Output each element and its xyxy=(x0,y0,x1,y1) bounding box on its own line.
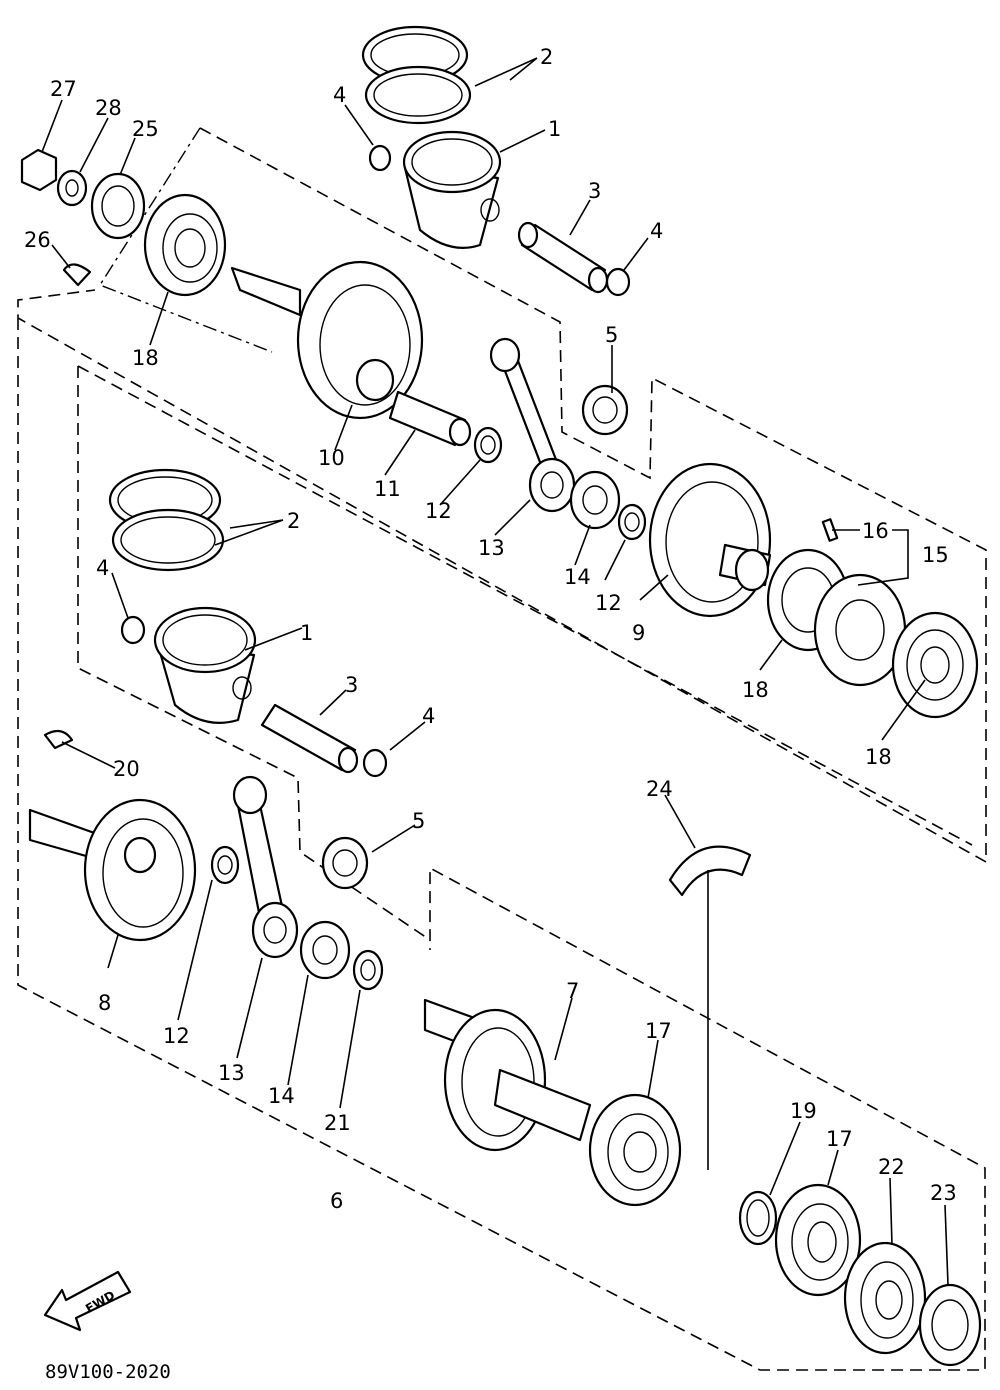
upper-left-bearing xyxy=(143,193,227,297)
callout-27: 27 xyxy=(50,77,77,101)
middle-circlips xyxy=(120,615,388,778)
callout-5: 5 xyxy=(412,809,425,833)
callout-5: 5 xyxy=(605,323,618,347)
callout-8: 8 xyxy=(98,991,111,1015)
callout-11: 11 xyxy=(374,477,401,501)
washer-21 xyxy=(352,949,384,991)
callout-17: 17 xyxy=(645,1019,672,1043)
lower-washer-12 xyxy=(210,845,240,885)
lower-right-crank-wheel xyxy=(423,998,592,1152)
callout-23: 23 xyxy=(930,1181,957,1205)
callout-18: 18 xyxy=(865,745,892,769)
upper-circlips xyxy=(368,144,631,297)
upper-washer-12 xyxy=(473,426,503,464)
lower-bearing-17a xyxy=(588,1093,682,1207)
callout-3: 3 xyxy=(345,673,358,697)
woodruff-key-20 xyxy=(43,729,74,750)
callout-26: 26 xyxy=(24,228,51,252)
callout-2: 2 xyxy=(287,509,300,533)
upper-crank-boundary xyxy=(17,127,987,864)
upper-piston-ring-set xyxy=(361,25,472,125)
leader-lines xyxy=(41,57,949,1286)
callout-4: 4 xyxy=(96,556,109,580)
fwd-arrow-icon: FWD xyxy=(43,1270,132,1332)
callout-19: 19 xyxy=(790,1099,817,1123)
middle-piston xyxy=(153,606,257,724)
lower-left-crank-wheel xyxy=(28,798,197,942)
callout-25: 25 xyxy=(132,117,159,141)
upper-piston-pin xyxy=(517,221,609,294)
callout-labels: 2 1 3 4 4 27 28 25 26 18 10 11 12 13 14 … xyxy=(24,45,957,1213)
callout-18: 18 xyxy=(742,678,769,702)
callout-4: 4 xyxy=(650,219,663,243)
callout-24: 24 xyxy=(646,777,673,801)
middle-crank-boundary-right xyxy=(77,365,973,846)
callout-3: 3 xyxy=(588,179,601,203)
callout-10: 10 xyxy=(318,446,345,470)
callout-7: 7 xyxy=(566,979,579,1003)
middle-piston-ring-set xyxy=(108,468,225,572)
seal-22 xyxy=(843,1241,927,1355)
lower-connecting-rod xyxy=(232,775,299,959)
lower-small-end-bearing xyxy=(321,836,369,890)
upper-connecting-rod xyxy=(489,337,576,513)
callout-22: 22 xyxy=(878,1155,905,1179)
callout-6: 6 xyxy=(330,1189,343,1213)
washer-19 xyxy=(738,1190,778,1246)
callout-13: 13 xyxy=(478,536,505,560)
upper-washer-12b xyxy=(617,503,647,541)
center-line-upper xyxy=(98,127,273,353)
callout-1: 1 xyxy=(548,117,561,141)
callout-12: 12 xyxy=(595,591,622,615)
callout-4: 4 xyxy=(422,704,435,728)
callout-15: 15 xyxy=(922,543,949,567)
callout-17: 17 xyxy=(826,1127,853,1151)
lower-big-end-bearing xyxy=(299,920,351,980)
right-bearing-18 xyxy=(891,611,979,719)
center-bearing-assembly xyxy=(766,518,907,687)
callout-4: 4 xyxy=(333,83,346,107)
upper-big-end-bearing xyxy=(569,470,621,530)
lower-crank-boundary xyxy=(17,318,986,1371)
circlip-24 xyxy=(668,845,752,897)
callout-14: 14 xyxy=(564,565,591,589)
callout-2: 2 xyxy=(540,45,553,69)
callout-12: 12 xyxy=(425,499,452,523)
drawing-code: 89V100-2020 xyxy=(45,1361,171,1383)
callout-12: 12 xyxy=(163,1024,190,1048)
callout-14: 14 xyxy=(268,1084,295,1108)
assembly-boundaries xyxy=(17,127,987,1371)
crank-nut-group xyxy=(20,148,146,287)
upper-crank-wheel xyxy=(230,260,424,420)
callout-13: 13 xyxy=(218,1061,245,1085)
upper-piston xyxy=(402,130,502,249)
callout-28: 28 xyxy=(95,96,122,120)
crank-pin xyxy=(388,390,472,447)
callout-21: 21 xyxy=(324,1111,351,1135)
middle-piston-pin xyxy=(260,703,359,774)
callout-9: 9 xyxy=(632,621,645,645)
callout-1: 1 xyxy=(300,621,313,645)
lower-bearing-17b xyxy=(774,1183,862,1297)
callout-20: 20 xyxy=(113,757,140,781)
center-crank-wheel xyxy=(648,462,772,618)
callout-16: 16 xyxy=(862,519,889,543)
gear-23 xyxy=(918,1283,982,1367)
callout-18: 18 xyxy=(132,346,159,370)
upper-small-end-bearing xyxy=(581,384,629,436)
